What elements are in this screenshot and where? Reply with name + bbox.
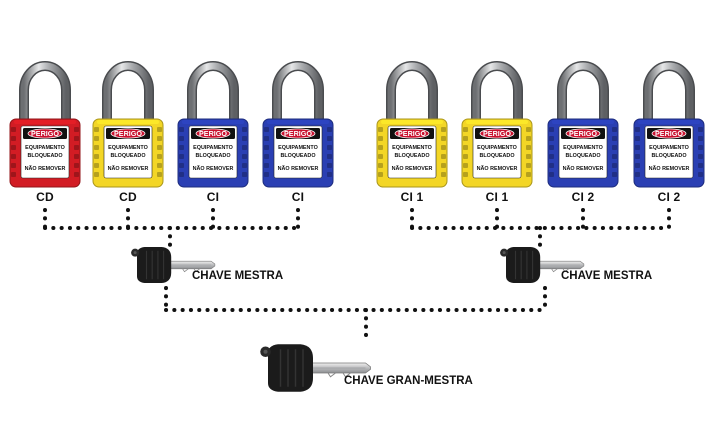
grand-master-key-icon: [260, 344, 371, 392]
svg-text:NÃO REMOVER: NÃO REMOVER: [278, 165, 319, 172]
svg-text:PERIGO: PERIGO: [398, 129, 426, 138]
svg-text:PERIGO: PERIGO: [199, 129, 227, 138]
svg-text:EQUIPAMENTO: EQUIPAMENTO: [392, 145, 432, 151]
svg-text:NÃO REMOVER: NÃO REMOVER: [649, 165, 690, 172]
svg-text:BLOQUEADO: BLOQUEADO: [479, 153, 514, 159]
master-key-right-label: CHAVE MESTRA: [561, 270, 653, 282]
svg-text:EQUIPAMENTO: EQUIPAMENTO: [278, 145, 318, 151]
lock-label-3: CI: [206, 190, 220, 204]
svg-text:BLOQUEADO: BLOQUEADO: [651, 153, 686, 159]
svg-text:NÃO REMOVER: NÃO REMOVER: [25, 165, 66, 172]
padlock-icon: PERIGO EQUIPAMENTO BLOQUEADO NÃO REMOVER: [376, 61, 448, 188]
padlock-icon: PERIGO EQUIPAMENTO BLOQUEADO NÃO REMOVER: [461, 61, 533, 188]
lock-label-7: CI 2: [571, 190, 595, 204]
svg-text:BLOQUEADO: BLOQUEADO: [394, 153, 429, 159]
svg-text:NÃO REMOVER: NÃO REMOVER: [392, 165, 433, 172]
svg-text:PERIGO: PERIGO: [114, 129, 142, 138]
svg-text:EQUIPAMENTO: EQUIPAMENTO: [477, 145, 517, 151]
svg-text:BLOQUEADO: BLOQUEADO: [195, 153, 230, 159]
svg-text:PERIGO: PERIGO: [483, 129, 511, 138]
svg-text:PERIGO: PERIGO: [655, 129, 683, 138]
master-key-left-icon: [131, 246, 216, 284]
lock-label-1: CD: [36, 190, 54, 204]
dotted-connectors: [43, 208, 671, 342]
svg-text:PERIGO: PERIGO: [31, 129, 59, 138]
svg-text:EQUIPAMENTO: EQUIPAMENTO: [563, 145, 603, 151]
svg-text:BLOQUEADO: BLOQUEADO: [280, 153, 315, 159]
svg-text:NÃO REMOVER: NÃO REMOVER: [563, 165, 604, 172]
lock-label-4: CI: [291, 190, 305, 204]
padlock-icon: PERIGO EQUIPAMENTO BLOQUEADO NÃO REMOVER: [262, 61, 334, 188]
svg-text:PERIGO: PERIGO: [569, 129, 597, 138]
svg-text:NÃO REMOVER: NÃO REMOVER: [477, 165, 518, 172]
lock-label-8: CI 2: [657, 190, 681, 204]
master-key-left-label: CHAVE MESTRA: [192, 270, 284, 282]
svg-text:BLOQUEADO: BLOQUEADO: [565, 153, 600, 159]
svg-text:PERIGO: PERIGO: [284, 129, 312, 138]
padlock-icon: PERIGO EQUIPAMENTO BLOQUEADO NÃO REMOVER: [92, 61, 164, 188]
grand-master-key-label: CHAVE GRAN-MESTRA: [344, 375, 473, 387]
lock-label-5: CI 1: [400, 190, 424, 204]
padlock-icon: PERIGO EQUIPAMENTO BLOQUEADO NÃO REMOVER: [633, 61, 705, 188]
lock-label-6: CI 1: [485, 190, 509, 204]
svg-text:EQUIPAMENTO: EQUIPAMENTO: [193, 145, 233, 151]
svg-text:EQUIPAMENTO: EQUIPAMENTO: [108, 145, 148, 151]
svg-text:BLOQUEADO: BLOQUEADO: [110, 153, 145, 159]
padlock-icon: PERIGO EQUIPAMENTO BLOQUEADO NÃO REMOVER: [177, 61, 249, 188]
padlock-icon: PERIGO EQUIPAMENTO BLOQUEADO NÃO REMOVER: [9, 61, 81, 188]
master-key-right-icon: [500, 246, 585, 284]
lock-label-2: CD: [119, 190, 137, 204]
svg-text:NÃO REMOVER: NÃO REMOVER: [108, 165, 149, 172]
svg-text:NÃO REMOVER: NÃO REMOVER: [193, 165, 234, 172]
padlock-icon: PERIGO EQUIPAMENTO BLOQUEADO NÃO REMOVER: [547, 61, 619, 188]
svg-text:BLOQUEADO: BLOQUEADO: [27, 153, 62, 159]
svg-text:EQUIPAMENTO: EQUIPAMENTO: [25, 145, 65, 151]
svg-text:EQUIPAMENTO: EQUIPAMENTO: [649, 145, 689, 151]
